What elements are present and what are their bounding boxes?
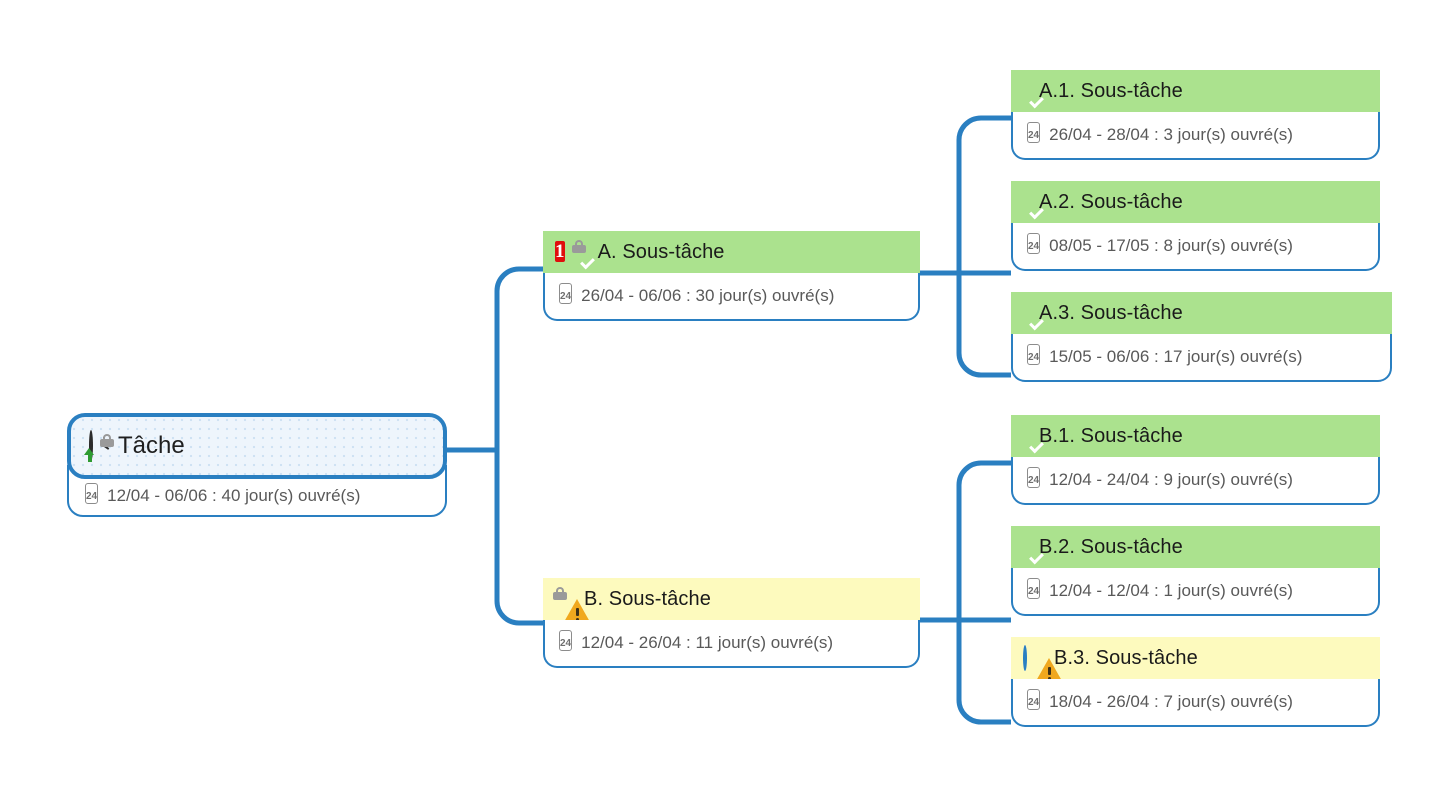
calendar-day-label: 24 — [1028, 696, 1040, 708]
calendar-icon: 24 — [1027, 688, 1041, 710]
branch-b-title-label: B. Sous-tâche — [584, 587, 711, 610]
calendar-day-label: 24 — [86, 490, 98, 502]
a3-date-bar: 24 15/05 - 06/06 : 17 jour(s) ouvré(s) — [1011, 334, 1392, 382]
priority-badge-1: 1 — [555, 239, 565, 265]
node-b1[interactable]: B.1. Sous-tâche 24 12/04 - 24/04 : 9 jou… — [1011, 415, 1380, 505]
root-date-label: 12/04 - 06/06 : 40 jour(s) ouvré(s) — [107, 486, 361, 505]
a3-title-bar[interactable]: A.3. Sous-tâche — [1011, 292, 1392, 334]
node-a1[interactable]: A.1. Sous-tâche 24 26/04 - 28/04 : 3 jou… — [1011, 70, 1380, 160]
b2-title-bar[interactable]: B.2. Sous-tâche — [1011, 526, 1380, 568]
b3-date-label: 18/04 - 26/04 : 7 jour(s) ouvré(s) — [1049, 692, 1293, 711]
node-b3[interactable]: B.3. Sous-tâche 24 18/04 - 26/04 : 7 jou… — [1011, 637, 1380, 727]
a1-date-label: 26/04 - 28/04 : 3 jour(s) ouvré(s) — [1049, 125, 1293, 144]
node-branch-b[interactable]: B. Sous-tâche 24 12/04 - 26/04 : 11 jour… — [543, 578, 920, 668]
b2-title-label: B.2. Sous-tâche — [1039, 535, 1183, 558]
b2-date-bar: 24 12/04 - 12/04 : 1 jour(s) ouvré(s) — [1011, 568, 1380, 616]
b2-date-label: 12/04 - 12/04 : 1 jour(s) ouvré(s) — [1049, 581, 1293, 600]
branch-a-date-bar: 24 26/04 - 06/06 : 30 jour(s) ouvré(s) — [543, 273, 920, 321]
node-a2[interactable]: A.2. Sous-tâche 24 08/05 - 17/05 : 8 jou… — [1011, 181, 1380, 271]
calendar-icon: 24 — [1027, 577, 1041, 599]
a2-date-bar: 24 08/05 - 17/05 : 8 jour(s) ouvré(s) — [1011, 223, 1380, 271]
b1-date-bar: 24 12/04 - 24/04 : 9 jour(s) ouvré(s) — [1011, 457, 1380, 505]
calendar-icon: 24 — [1027, 343, 1041, 365]
a3-date-label: 15/05 - 06/06 : 17 jour(s) ouvré(s) — [1049, 347, 1303, 366]
a2-title-label: A.2. Sous-tâche — [1039, 190, 1183, 213]
calendar-day-label: 24 — [560, 637, 572, 649]
a3-title-label: A.3. Sous-tâche — [1039, 301, 1183, 324]
calendar-icon: 24 — [1027, 232, 1041, 254]
branch-b-title-bar[interactable]: B. Sous-tâche — [543, 578, 920, 622]
node-a3[interactable]: A.3. Sous-tâche 24 15/05 - 06/06 : 17 jo… — [1011, 292, 1392, 382]
b1-title-bar[interactable]: B.1. Sous-tâche — [1011, 415, 1380, 457]
a1-title-label: A.1. Sous-tâche — [1039, 79, 1183, 102]
b1-title-label: B.1. Sous-tâche — [1039, 424, 1183, 447]
b1-date-label: 12/04 - 24/04 : 9 jour(s) ouvré(s) — [1049, 470, 1293, 489]
b3-title-bar[interactable]: B.3. Sous-tâche — [1011, 637, 1380, 681]
branch-a-title-label: A. Sous-tâche — [597, 240, 725, 263]
node-b2[interactable]: B.2. Sous-tâche 24 12/04 - 12/04 : 1 jou… — [1011, 526, 1380, 616]
a1-title-bar[interactable]: A.1. Sous-tâche — [1011, 70, 1380, 112]
node-root[interactable]: Tâche 24 12/04 - 06/06 : 40 jour(s) ouvr… — [67, 413, 447, 517]
calendar-icon: 24 — [559, 282, 573, 304]
root-title-bar[interactable]: Tâche — [67, 413, 447, 479]
priority-badge-label: 1 — [555, 241, 565, 262]
a1-date-bar: 24 26/04 - 28/04 : 3 jour(s) ouvré(s) — [1011, 112, 1380, 160]
calendar-day-label: 24 — [1028, 474, 1040, 486]
calendar-day-label: 24 — [560, 290, 572, 302]
root-title-label: Tâche — [118, 432, 185, 459]
a2-date-label: 08/05 - 17/05 : 8 jour(s) ouvré(s) — [1049, 236, 1293, 255]
node-branch-a[interactable]: 1 A. Sous-tâche 24 26/04 - 06/06 : 30 jo… — [543, 231, 920, 321]
branch-a-date-label: 26/04 - 06/06 : 30 jour(s) ouvré(s) — [581, 286, 835, 305]
branch-b-date-label: 12/04 - 26/04 : 11 jour(s) ouvré(s) — [581, 633, 834, 652]
calendar-day-label: 24 — [1028, 240, 1040, 252]
branch-a-title-bar[interactable]: 1 A. Sous-tâche — [543, 231, 920, 273]
calendar-icon: 24 — [1027, 121, 1041, 143]
calendar-day-label: 24 — [1028, 129, 1040, 141]
calendar-icon: 24 — [559, 629, 573, 651]
branch-b-date-bar: 24 12/04 - 26/04 : 11 jour(s) ouvré(s) — [543, 620, 920, 668]
calendar-icon: 24 — [85, 482, 99, 504]
calendar-day-label: 24 — [1028, 351, 1040, 363]
calendar-icon: 24 — [1027, 466, 1041, 488]
a2-title-bar[interactable]: A.2. Sous-tâche — [1011, 181, 1380, 223]
b3-title-label: B.3. Sous-tâche — [1054, 646, 1198, 669]
calendar-day-label: 24 — [1028, 585, 1040, 597]
b3-date-bar: 24 18/04 - 26/04 : 7 jour(s) ouvré(s) — [1011, 679, 1380, 727]
